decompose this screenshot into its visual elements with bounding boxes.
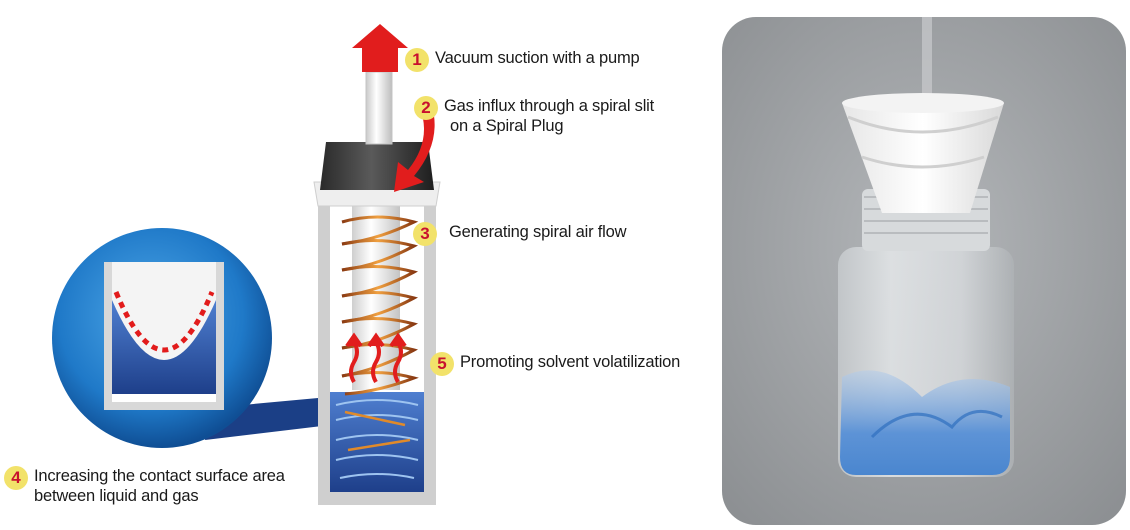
step-text: Generating spiral air flow: [449, 223, 627, 241]
diagram-illustration: [52, 24, 441, 505]
step-number-badge: 5: [430, 352, 454, 376]
step-number-badge: 2: [414, 96, 438, 120]
step-text-line-2: between liquid and gas: [34, 487, 199, 505]
step-number-badge: 1: [405, 48, 429, 72]
step-text-line-1: Increasing the contact surface area: [34, 467, 285, 485]
zoom-circle: [52, 228, 272, 448]
step-text-line-2: on a Spiral Plug: [450, 117, 564, 135]
step-number-badge: 3: [413, 222, 437, 246]
curved-arrow-icon: [394, 106, 435, 192]
spiral-coil: [341, 215, 419, 396]
step-2: 2 Gas influx through a spiral slit on a …: [414, 96, 654, 136]
vial-photo: [722, 17, 1126, 525]
vacuum-tube: [365, 71, 393, 145]
vial-photo-image: [722, 17, 1126, 525]
step-5: 5 Promoting solvent volatilization: [430, 352, 680, 376]
wavy-arrow-icon: [345, 332, 407, 384]
step-number-badge: 4: [4, 466, 28, 490]
step-3: 3 Generating spiral air flow: [413, 222, 627, 246]
step-text: Vacuum suction with a pump: [435, 49, 640, 67]
up-arrow-icon: [352, 24, 408, 72]
step-text-line-1: Gas influx through a spiral slit: [444, 97, 655, 115]
step-text: Promoting solvent volatilization: [460, 353, 681, 371]
step-4: 4 Increasing the contact surface area be…: [4, 466, 285, 506]
step-1: 1 Vacuum suction with a pump: [405, 48, 640, 72]
